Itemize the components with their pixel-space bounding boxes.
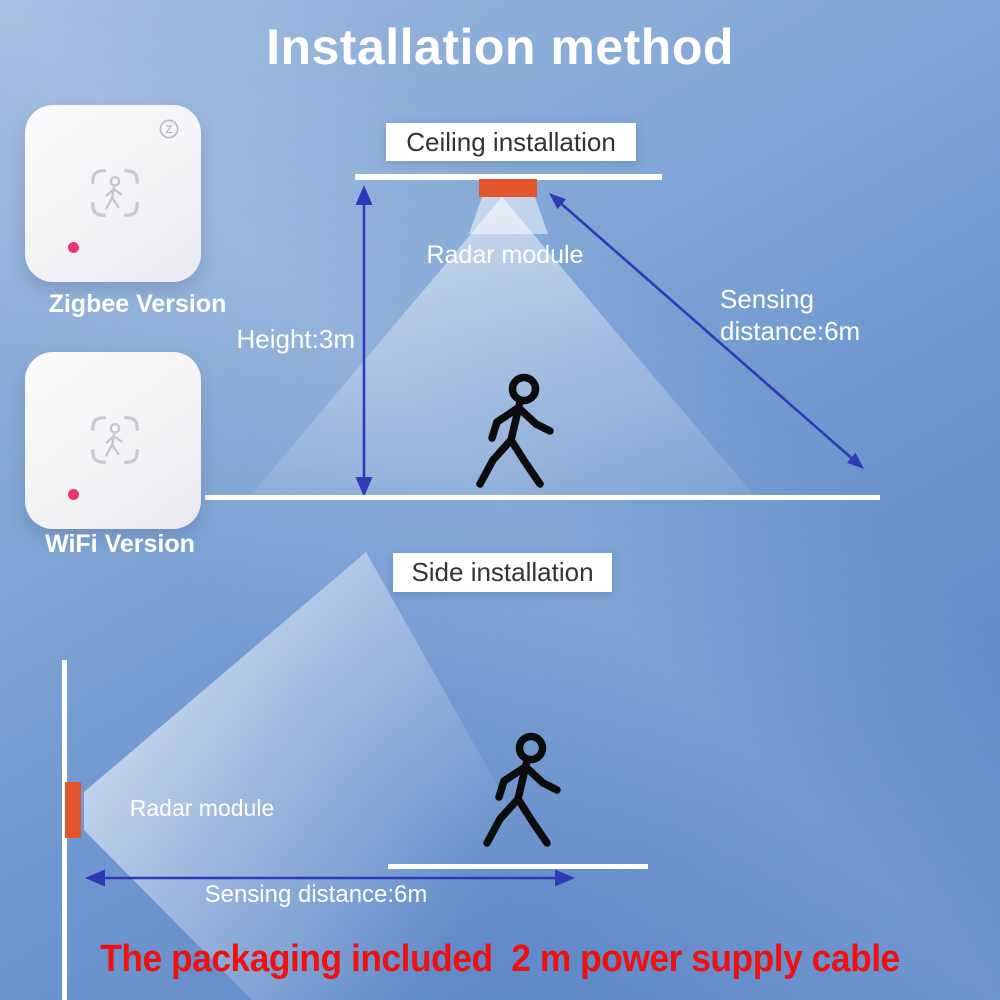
height-label: Height:3m — [236, 324, 356, 354]
zigbee-logo-icon: Z — [159, 119, 179, 139]
side-radar-module-label: Radar module — [129, 795, 275, 821]
side-floor-line — [388, 864, 648, 869]
motion-sensor-icon — [91, 416, 139, 464]
led-indicator — [68, 242, 79, 253]
device-card-zigbee: Z — [25, 105, 201, 282]
wifi-version-label: WiFi Version — [45, 530, 195, 558]
device-card-wifi — [25, 352, 201, 529]
page-title: Installation method — [266, 19, 734, 75]
sensing-line-2: distance:6m — [720, 315, 861, 346]
ceiling-sensing-distance-label: Sensing distance:6m — [720, 284, 860, 347]
floor-line — [205, 495, 880, 500]
ceiling-radar-module — [479, 179, 537, 197]
ceiling-radar-module-label: Radar module — [426, 241, 584, 269]
packaging-note: The packaging included 2 m power supply … — [100, 938, 900, 980]
side-sensing-distance-label: Sensing distance:6m — [204, 881, 428, 908]
ceiling-beam-near-glow — [469, 197, 548, 234]
height-arrow — [355, 185, 373, 497]
led-indicator — [68, 489, 79, 500]
ceiling-installation-heading: Ceiling installation — [386, 123, 636, 161]
side-radar-module — [65, 782, 81, 838]
walking-person-icon-ceiling — [480, 378, 550, 485]
sensing-line-1: Sensing — [720, 284, 814, 314]
walking-person-icon-side — [487, 737, 557, 844]
ceiling-line — [355, 174, 662, 180]
svg-text:Z: Z — [166, 124, 173, 136]
zigbee-version-label: Zigbee Version — [48, 290, 227, 318]
motion-sensor-icon — [91, 169, 139, 217]
side-beam-cone — [84, 552, 618, 1000]
side-installation-heading: Side installation — [393, 553, 612, 592]
